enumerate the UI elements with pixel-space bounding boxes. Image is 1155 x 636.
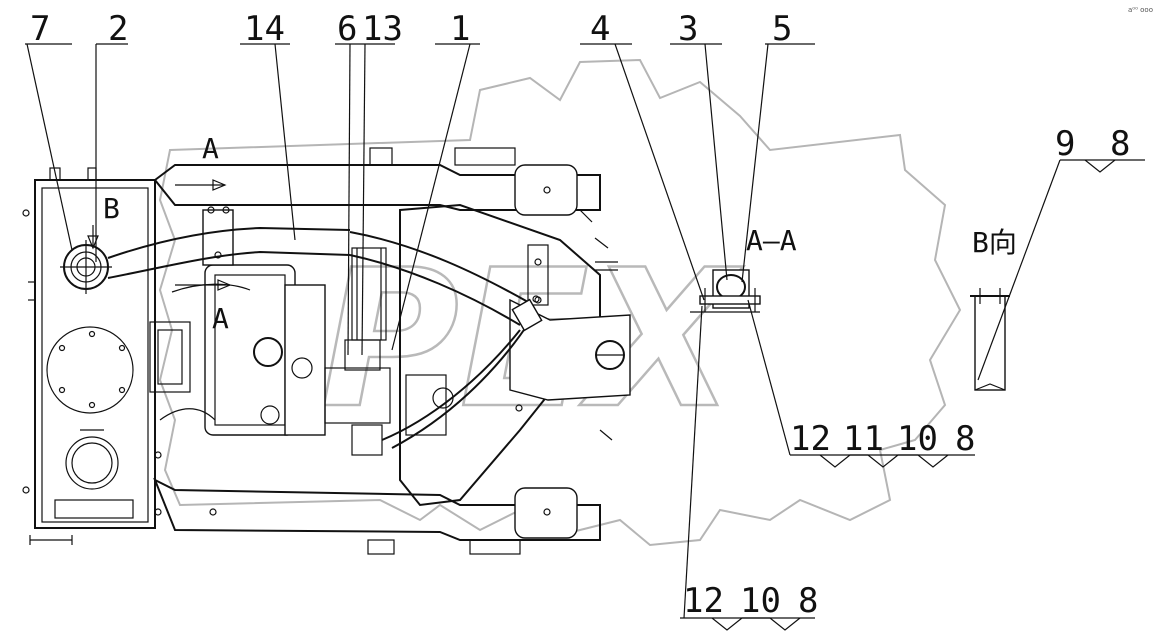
leader-lines: [25, 43, 1145, 631]
hitch-plate: [399, 203, 631, 507]
callout-5: 5: [772, 9, 792, 49]
view-labels: A A B A—A B向: [103, 132, 1017, 335]
callouts-bottom: 12 10 8: [683, 581, 818, 621]
callout-4: 4: [590, 9, 610, 49]
callout-11-mid: 11: [843, 419, 884, 459]
callout-9: 9: [1055, 124, 1075, 164]
frame-rail-upper: [153, 147, 601, 223]
section-arrow-a-bottom: A: [212, 302, 229, 335]
callout-10-bottom: 10: [740, 581, 781, 621]
callout-14: 14: [244, 9, 285, 49]
callout-8-mid: 8: [955, 419, 975, 459]
callout-8-right: 8: [1110, 124, 1130, 164]
callout-12-mid: 12: [790, 419, 831, 459]
view-arrow-b: B: [103, 192, 120, 225]
callouts-right: 9 8: [1055, 124, 1130, 164]
section-title-a-a: A—A: [746, 224, 797, 257]
view-b-detail: [970, 288, 1010, 391]
callouts-mid: 12 11 10 8: [790, 419, 975, 459]
callout-13: 13: [362, 9, 403, 49]
callout-10-mid: 10: [897, 419, 938, 459]
callout-12-bottom: 12: [683, 581, 724, 621]
callout-6: 6: [337, 9, 357, 49]
corner-mark: a⁰⁰ ooo: [1128, 6, 1153, 14]
callout-3: 3: [678, 9, 698, 49]
callout-7: 7: [30, 9, 50, 49]
pipe-assembly: [107, 226, 533, 449]
callout-2: 2: [108, 9, 128, 49]
callout-8-bottom: 8: [798, 581, 818, 621]
section-arrow-a-top: A: [202, 132, 219, 165]
pipe-clamp: [511, 295, 543, 332]
frame-rail-lower: [153, 451, 601, 555]
callouts-top: 7 2 14 6 13 1 4 3 5: [30, 9, 792, 49]
callout-1: 1: [450, 9, 470, 49]
view-b-title: B向: [972, 226, 1017, 259]
engine-block: [149, 247, 454, 456]
fuel-tank: [22, 167, 156, 545]
